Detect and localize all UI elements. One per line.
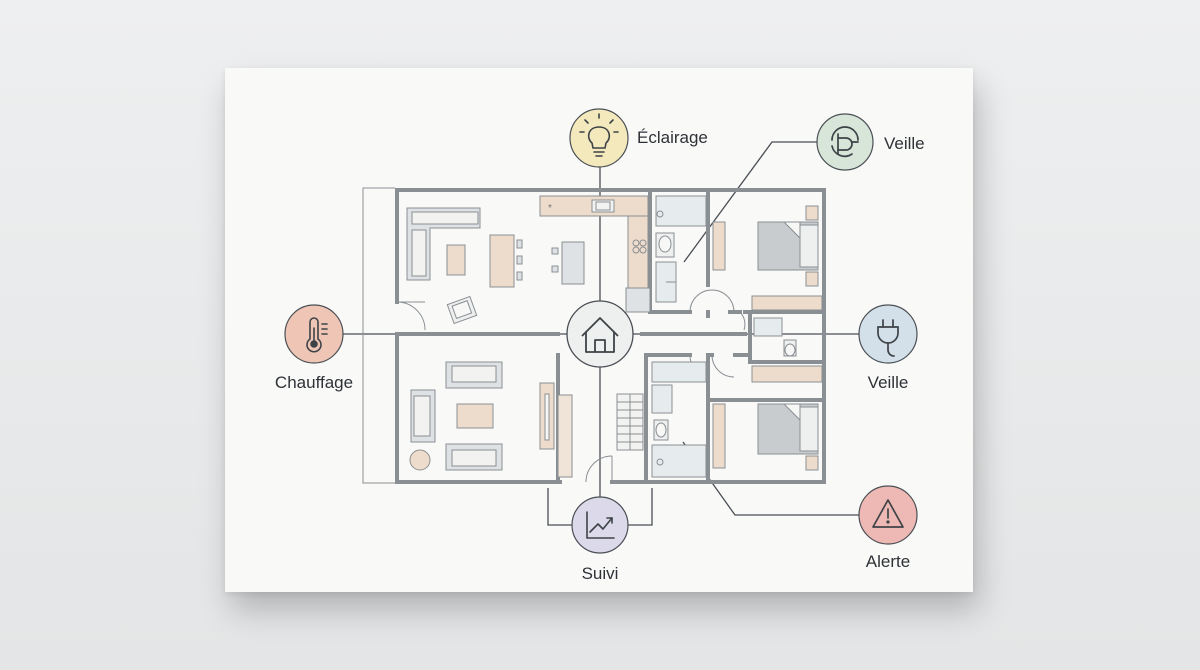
lightbulb-icon xyxy=(579,113,619,157)
alerte-node[interactable]: Alerte xyxy=(858,485,918,571)
bedroom-bottom xyxy=(712,365,823,471)
alerte-label: Alerte xyxy=(866,552,910,571)
coffee-table xyxy=(446,244,466,276)
lounge-furniture xyxy=(409,361,573,478)
veille-top-node[interactable]: Veille xyxy=(816,113,925,171)
chauffage-node[interactable]: Chauffage xyxy=(275,304,353,392)
suivi-label: Suivi xyxy=(582,564,619,583)
plug-icon xyxy=(831,126,859,158)
kitchen-counters: * xyxy=(539,195,651,313)
exterior-line xyxy=(362,187,395,484)
suivi-node[interactable]: Suivi xyxy=(571,496,629,583)
eclairage-label: Éclairage xyxy=(637,128,708,147)
house-icon xyxy=(581,317,619,353)
veille-top-label: Veille xyxy=(884,134,925,153)
bedroom-top xyxy=(712,205,823,311)
thermometer-icon xyxy=(306,317,328,353)
kitchen-island xyxy=(561,241,585,285)
bathroom-top xyxy=(655,195,707,303)
svg-text:*: * xyxy=(548,203,552,214)
living-room-furniture xyxy=(406,207,585,325)
connector-suivi-bracket-right xyxy=(628,488,653,526)
plug-icon xyxy=(877,319,899,357)
hub-node[interactable] xyxy=(566,300,634,368)
veille-right-label: Veille xyxy=(868,373,909,392)
veille-right-node[interactable]: Veille xyxy=(858,304,918,392)
chauffage-label: Chauffage xyxy=(275,373,353,392)
connector-suivi-bracket xyxy=(547,488,573,526)
floor-plan: * xyxy=(362,187,826,484)
chart-trend-icon xyxy=(586,511,615,539)
warning-icon xyxy=(872,499,904,528)
stairs xyxy=(616,393,644,451)
wc-middle xyxy=(753,317,797,357)
bathroom-bottom xyxy=(651,361,707,478)
eclairage-node[interactable]: Éclairage xyxy=(569,108,708,168)
dining-table xyxy=(489,234,515,288)
